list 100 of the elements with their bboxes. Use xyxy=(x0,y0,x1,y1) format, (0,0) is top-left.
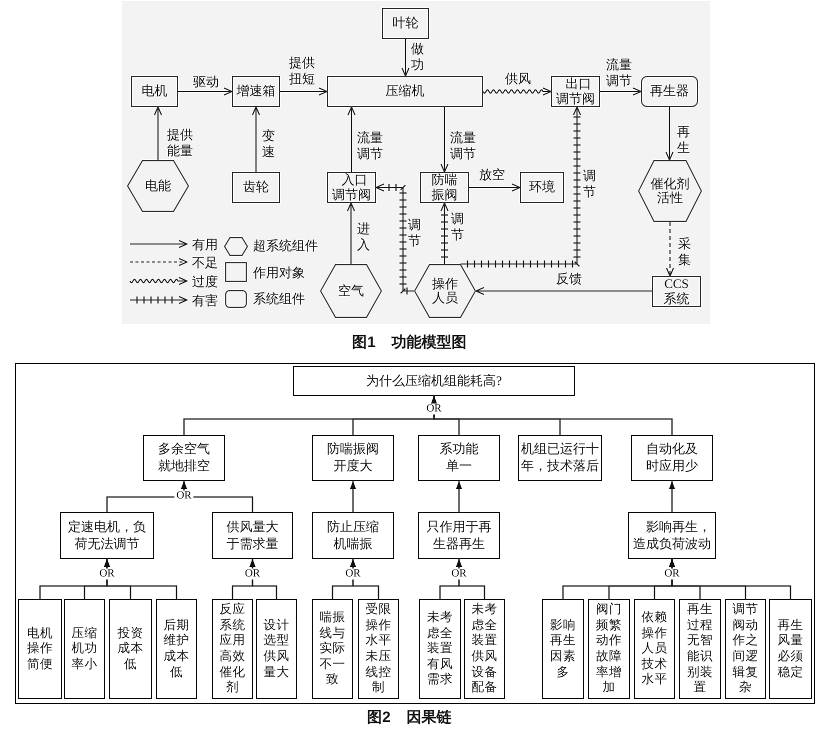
cause-box xyxy=(312,599,353,699)
logic-gate-label: OR xyxy=(662,568,682,580)
cause-box xyxy=(312,435,394,481)
arrow xyxy=(252,106,260,172)
node-text: 为什么压缩机组能耗高? xyxy=(366,372,502,390)
component-box xyxy=(641,76,698,107)
node-text: 调节阀动作之间逻辑复杂 xyxy=(732,602,759,696)
cause-box xyxy=(634,599,675,699)
node-text: 影响再生因素多 xyxy=(550,618,576,680)
edge-label: 流量调节 xyxy=(357,130,384,162)
node-text: 只作用于再生器再生 xyxy=(426,518,492,552)
object-box xyxy=(327,76,483,107)
node-text: 后期维护成本低 xyxy=(163,618,190,680)
logic-gate-label: OR xyxy=(424,404,444,414)
node-text: 未考虑全装置有风需求 xyxy=(426,610,454,688)
edge-label: 流量调节 xyxy=(450,130,477,162)
cause-box xyxy=(464,599,505,699)
cause-box xyxy=(725,599,766,699)
logic-gate-label: OR xyxy=(449,568,469,580)
edge-label: 进入 xyxy=(357,221,371,254)
object-box xyxy=(520,172,564,203)
cause-box xyxy=(518,435,602,481)
node-text: 再生风量必须稳定 xyxy=(777,618,804,680)
node-text: 齿轮 xyxy=(243,180,269,195)
node-text: 催化剂活性 xyxy=(650,176,690,206)
edge-label: 采集 xyxy=(678,236,692,268)
cause-box xyxy=(143,435,225,481)
cause-box xyxy=(212,599,253,699)
node-text: 防喘振阀 xyxy=(430,173,458,202)
node-text: 空气 xyxy=(338,284,364,298)
edge-label: 提供能量 xyxy=(167,127,194,158)
arrow xyxy=(456,559,486,599)
node-text: 再生器 xyxy=(650,84,689,99)
edge-label: 变速 xyxy=(262,128,276,160)
arrow xyxy=(669,481,675,512)
node-text: 压缩机功率小 xyxy=(71,626,98,672)
node-text: 防喘振阀开度大 xyxy=(326,441,380,475)
arrow xyxy=(475,286,652,296)
node-text: 投资成本低 xyxy=(117,626,144,672)
dashed-arrow xyxy=(666,222,674,277)
edge-label: 提供扭短 xyxy=(289,55,316,86)
node-text: 多余空气就地排空 xyxy=(157,441,211,475)
edge-label: 驱动 xyxy=(193,74,219,90)
super-system-hexagon xyxy=(320,264,382,318)
node-text: 阀门频繁动作故障率增加 xyxy=(596,602,622,696)
cause-box xyxy=(60,512,154,559)
object-box xyxy=(232,76,280,107)
legend-label: 超系统组件 xyxy=(253,238,318,254)
node-text: 依赖操作人员技术水平 xyxy=(641,610,668,688)
cause-box xyxy=(542,599,584,699)
node-text: 入口调节阀 xyxy=(331,173,372,202)
arrow xyxy=(600,87,642,96)
edge-label: 再生 xyxy=(677,124,691,156)
arrow xyxy=(469,183,521,192)
super-system-hexagon xyxy=(638,160,702,222)
cause-box xyxy=(769,599,812,699)
arrow xyxy=(669,559,792,599)
plus-marked-arrow xyxy=(376,184,414,294)
node-text: 再生过程无智能识别装置 xyxy=(686,602,714,696)
node-text: 防止压缩机喘振 xyxy=(326,518,380,552)
node-text: 电能 xyxy=(145,178,171,194)
edge-label: 放空 xyxy=(479,167,505,183)
edge-label: 调节 xyxy=(583,168,597,200)
legend-label: 系统组件 xyxy=(253,291,305,307)
node-text: 反应系统应用高效催化剂 xyxy=(219,602,246,696)
arrow xyxy=(154,106,162,160)
cause-box xyxy=(18,599,62,699)
node-text: 机组已运行十年，技术落后 xyxy=(520,441,600,475)
object-box xyxy=(382,8,429,39)
cause-box xyxy=(293,366,575,396)
arrow xyxy=(440,107,449,173)
arrow xyxy=(665,107,674,161)
legend-label: 有害 xyxy=(192,293,218,309)
arrow xyxy=(104,559,178,599)
node-text: 供风量大于需求量 xyxy=(226,518,280,552)
legend-label: 过度 xyxy=(192,274,218,290)
edge-label: 供风 xyxy=(505,71,531,87)
cause-box xyxy=(419,599,461,699)
node-text: 受限操作水平未压线控制 xyxy=(365,602,392,696)
legend-label: 有用 xyxy=(192,237,218,253)
edge-label: 调节 xyxy=(451,211,465,244)
logic-gate-label: OR xyxy=(242,568,262,580)
cause-box xyxy=(109,599,152,699)
cause-box xyxy=(588,599,630,699)
arrow xyxy=(350,559,380,599)
cause-box xyxy=(64,599,105,699)
cause-box xyxy=(631,435,713,481)
cause-box xyxy=(679,599,721,699)
figure-caption: 图2 因果链 xyxy=(367,708,452,728)
node-text: 出口调节阀 xyxy=(555,77,596,106)
edge-label: 反馈 xyxy=(556,271,582,287)
edge-label: 流量调节 xyxy=(606,57,633,88)
cause-box xyxy=(628,512,716,559)
object-box xyxy=(652,276,701,307)
figure-caption: 图1 功能模型图 xyxy=(352,333,467,352)
cause-box xyxy=(156,599,197,699)
node-text: 压缩机 xyxy=(386,84,424,99)
node-text: 电机 xyxy=(142,84,168,99)
object-box xyxy=(131,76,178,107)
arrow xyxy=(280,87,328,96)
